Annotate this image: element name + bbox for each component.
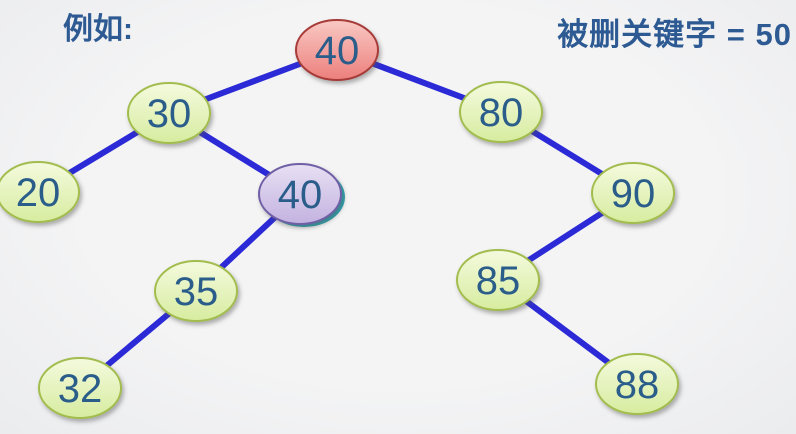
node-key-text: 80 — [479, 91, 524, 135]
tree-node-88: 88 — [595, 353, 679, 415]
node-ellipse — [459, 81, 543, 143]
node-key-text: 90 — [611, 172, 656, 216]
node-key-text: 35 — [174, 270, 219, 314]
node-key-text: 85 — [476, 259, 521, 303]
node-ellipse — [127, 82, 211, 144]
node-ellipse — [0, 161, 80, 223]
node-key-text: 40 — [278, 173, 323, 217]
node-key-text: 40 — [315, 29, 360, 73]
tree-node-32: 32 — [38, 357, 122, 419]
tree-node-30: 30 — [127, 82, 211, 144]
node-key-text: 32 — [58, 367, 103, 411]
node-ellipse — [258, 163, 342, 225]
node-ellipse — [456, 249, 540, 311]
node-key-text: 20 — [16, 171, 61, 215]
node-ellipse — [595, 353, 679, 415]
node-ellipse — [38, 357, 122, 419]
tree-edges — [35, 47, 640, 391]
delete-key-label: 被删关键字 = 50 — [557, 17, 792, 52]
tree-node-85: 85 — [456, 249, 540, 311]
tree-node-40-red: 40 — [295, 19, 379, 81]
tree-node-80: 80 — [459, 81, 543, 143]
tree-node-90: 90 — [591, 162, 675, 224]
tree-node-35: 35 — [154, 260, 238, 322]
tree-node-40-purple: 40 — [258, 163, 345, 227]
node-ellipse — [154, 260, 238, 322]
tree-node-20: 20 — [0, 161, 80, 223]
tree-nodes: 40 30 80 20 40 90 35 85 32 88 — [0, 19, 679, 419]
node-ellipse — [295, 19, 379, 81]
node-key-text: 88 — [615, 363, 660, 407]
node-key-text: 30 — [147, 92, 192, 136]
example-label: 例如: — [63, 13, 133, 46]
node-ellipse — [591, 162, 675, 224]
